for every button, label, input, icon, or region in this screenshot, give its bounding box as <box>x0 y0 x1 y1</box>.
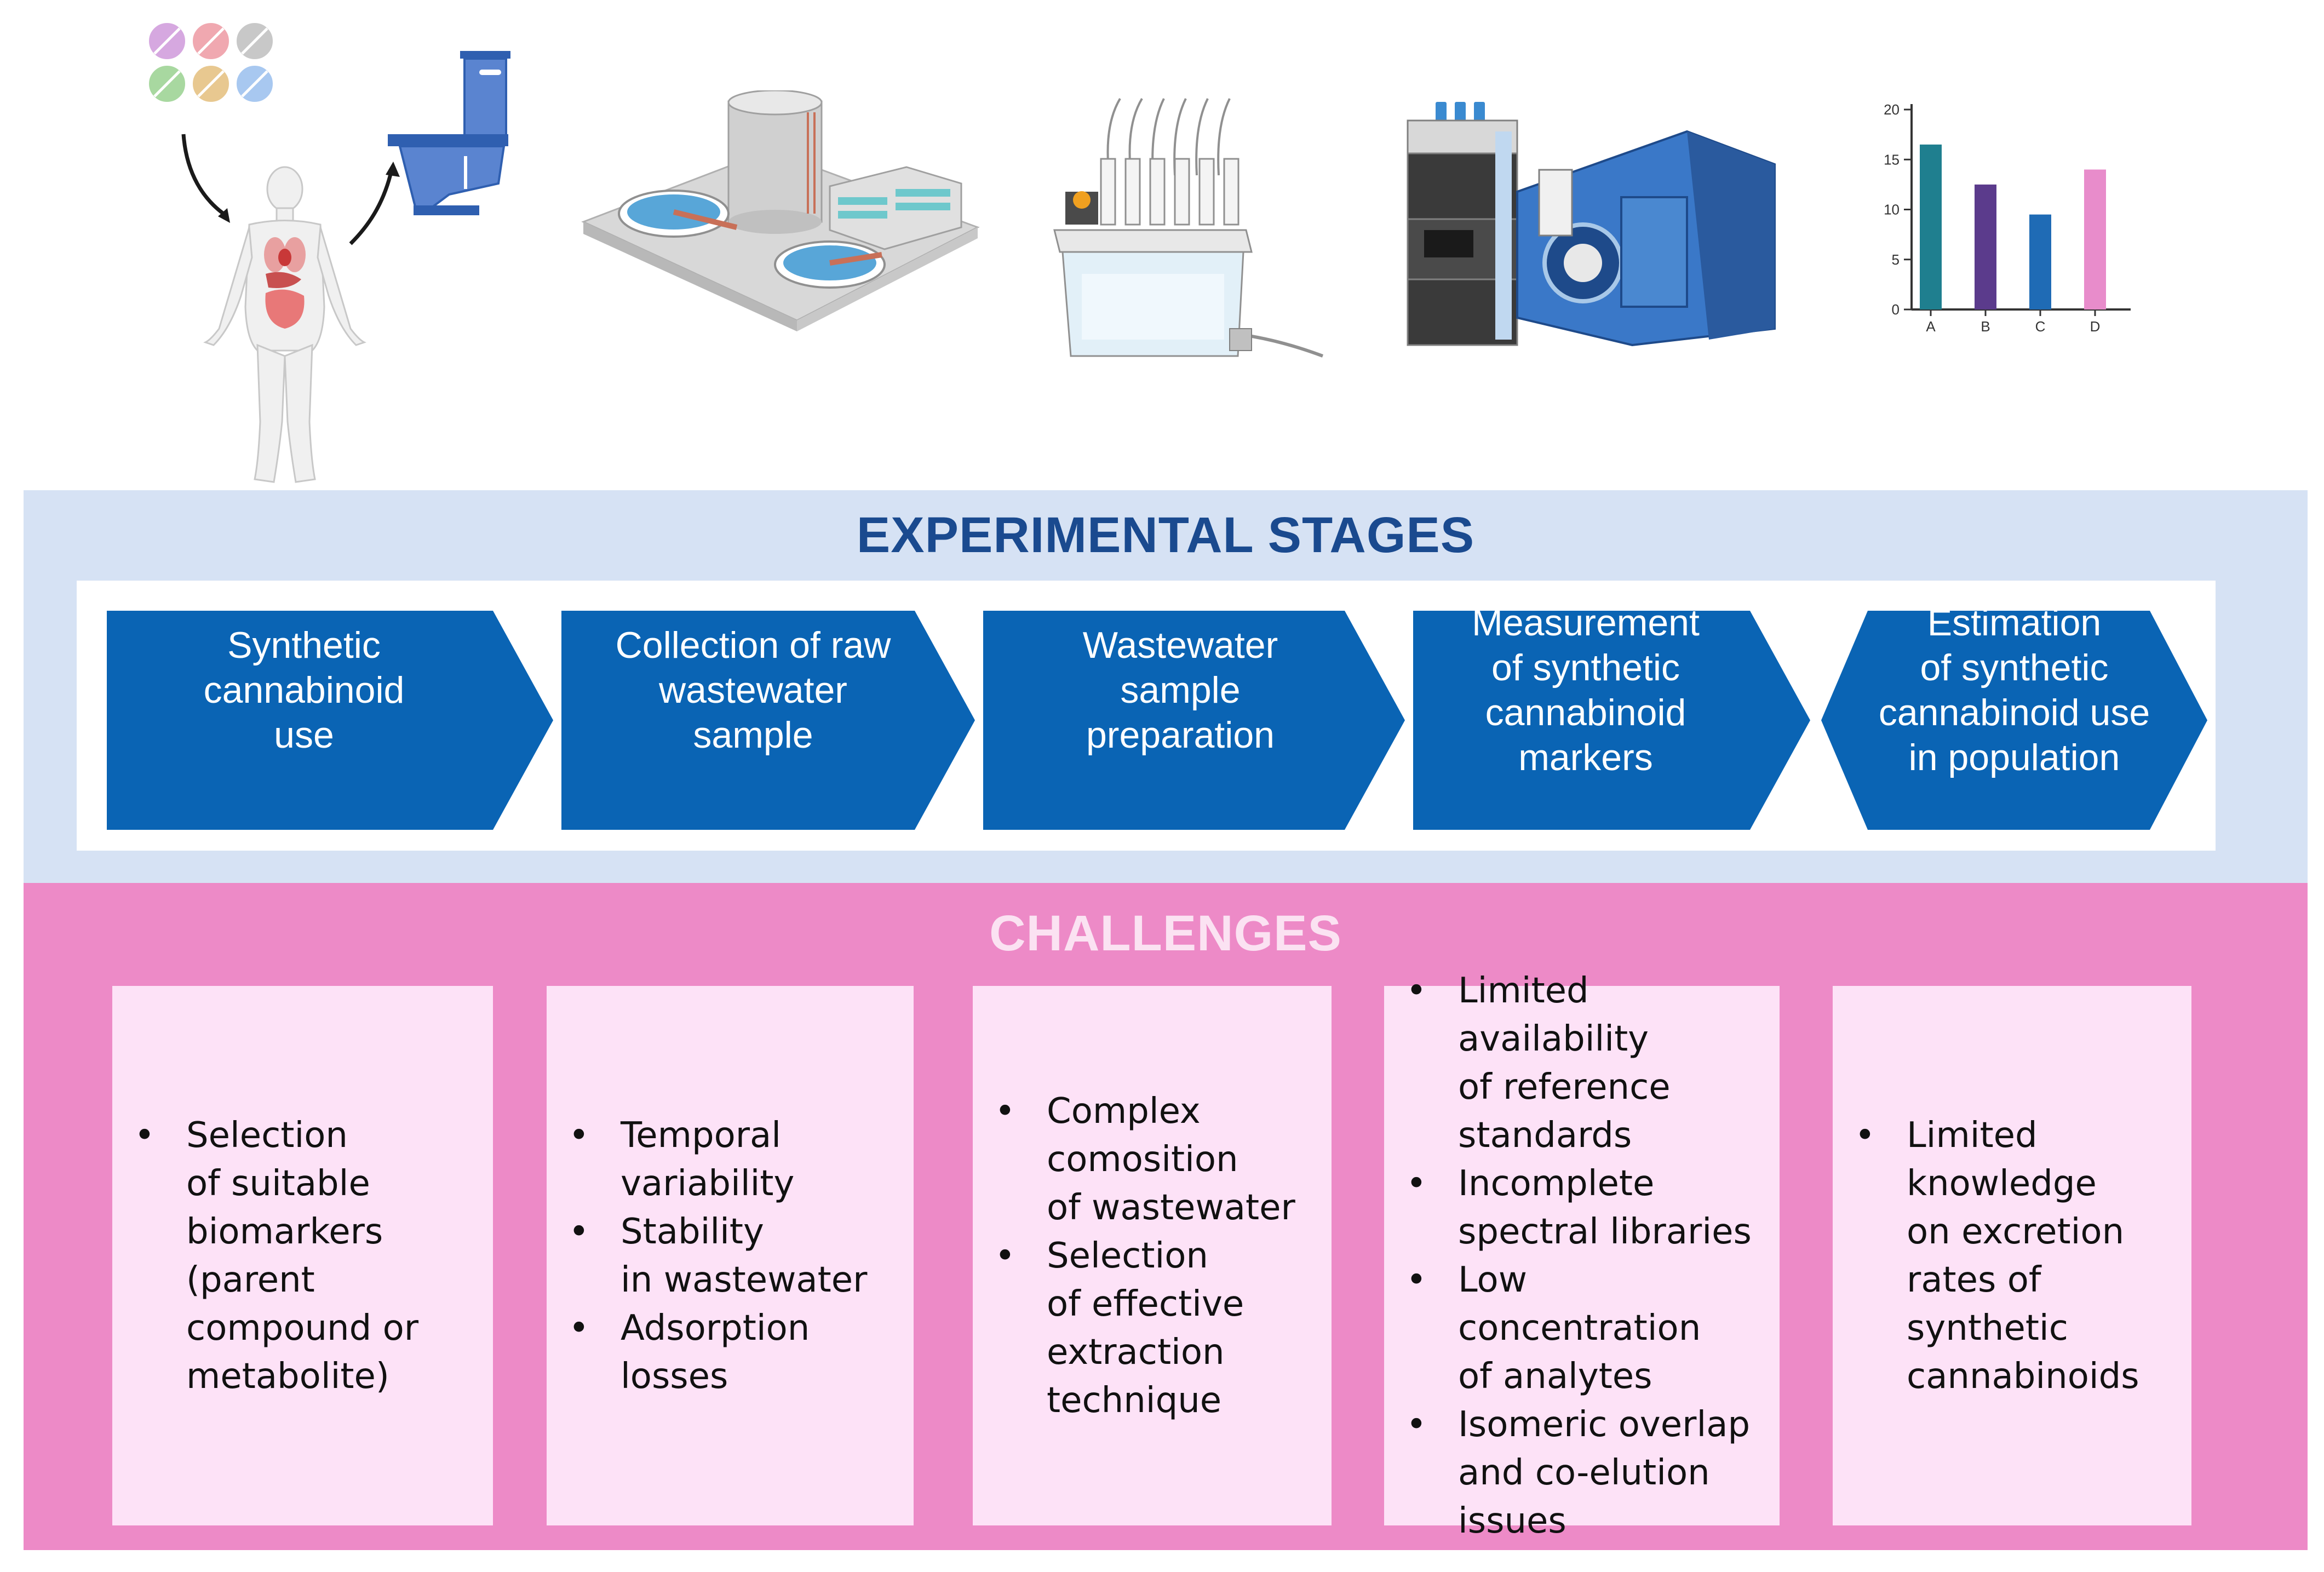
pills-icon <box>147 21 275 104</box>
challenge-item-text: Adsorption losses <box>621 1307 810 1397</box>
bullet-icon: • <box>569 1211 589 1252</box>
challenge-item: • Selection of suitable biomarkers (paren… <box>112 1111 493 1401</box>
y-tick-label: 5 <box>1892 251 1900 268</box>
y-tick-label: 0 <box>1892 301 1900 318</box>
arrow-into-body-icon <box>181 134 230 223</box>
bar-C <box>2029 214 2051 309</box>
spe-manifold-icon <box>1053 97 1324 358</box>
challenge-list: • Complex comosition of wastewater • Select… <box>973 1087 1332 1425</box>
bar-chart-icon: 0 5 10 15 20A B C D <box>1884 101 2131 334</box>
challenge-item: • Complex comosition of wastewater <box>973 1087 1332 1232</box>
challenge-item-text: Low concentration of analytes <box>1458 1259 1701 1397</box>
lc-ms-instrument-icon <box>1407 101 1776 347</box>
toilet-icon <box>388 51 510 215</box>
y-tick-label: 10 <box>1884 202 1900 218</box>
stage-label-4: Measurement of synthetic cannabinoid mar… <box>1472 602 1700 778</box>
challenge-list: • Selection of suitable biomarkers (paren… <box>112 1111 493 1401</box>
challenge-item-text: Limited knowledge on excretion rates of … <box>1907 1115 2139 1397</box>
y-tick-label: 20 <box>1884 101 1900 118</box>
stages-flow: Synthetic cannabinoid use Collection of … <box>77 581 2216 851</box>
bullet-icon: • <box>1855 1115 1875 1156</box>
challenge-item-text: Complex comosition of wastewater <box>1047 1091 1295 1228</box>
challenge-item-text: Stability in wastewater <box>621 1211 868 1300</box>
challenge-item: • Low concentration of analytes <box>1384 1256 1780 1401</box>
challenge-item: • Temporal variability <box>547 1111 914 1208</box>
bullet-icon: • <box>1406 970 1427 1011</box>
bullet-icon: • <box>1406 1163 1427 1204</box>
stage-chevron-3 <box>983 611 1405 830</box>
stage-chevron-4 <box>1413 611 1810 830</box>
challenge-item: • Incomplete spectral libraries <box>1384 1160 1780 1256</box>
challenge-item: • Isomeric overlap and co-elution issues <box>1384 1401 1780 1545</box>
experimental-stages-panel: EXPERIMENTAL STAGES Synthetic cannabinoi… <box>24 490 2308 885</box>
bar-B <box>1975 184 1996 309</box>
bullet-icon: • <box>569 1115 589 1156</box>
treatment-plant-icon <box>581 90 980 331</box>
bar-D <box>2084 169 2106 309</box>
challenge-item-text: Selection of effective extraction techni… <box>1047 1235 1244 1421</box>
challenges-panel: CHALLENGES • Selection of suitable biomar… <box>24 883 2308 1550</box>
challenge-item-text: Temporal variability <box>621 1115 795 1204</box>
stage-chevron-1 <box>107 611 553 830</box>
challenge-card-5: • Limited knowledge on excretion rates of… <box>1833 986 2191 1525</box>
challenge-item: • Limited availability of reference stand… <box>1384 967 1780 1160</box>
human-body-icon <box>203 166 366 483</box>
challenge-item-text: Selection of suitable biomarkers (parent… <box>186 1115 419 1397</box>
stage-label-3: Wastewater sample preparation <box>1082 624 1278 756</box>
challenge-list: • Limited knowledge on excretion rates of… <box>1833 1111 2191 1401</box>
bullet-icon: • <box>134 1115 155 1156</box>
arrow-to-toilet-icon <box>349 162 400 245</box>
challenge-item: • Adsorption losses <box>547 1304 914 1401</box>
bullet-icon: • <box>569 1307 589 1349</box>
challenge-card-4: • Limited availability of reference stand… <box>1384 971 1780 1541</box>
challenge-item: • Selection of effective extraction techn… <box>973 1232 1332 1425</box>
bar-A <box>1920 144 1942 309</box>
challenge-item-text: Isomeric overlap and co-elution issues <box>1458 1404 1751 1541</box>
stage-chevron-2 <box>561 611 975 830</box>
bullet-icon: • <box>1406 1259 1427 1300</box>
x-tick-label: B <box>1981 318 1990 334</box>
stage-label-1: Synthetic cannabinoid use <box>203 624 405 756</box>
challenge-item-text: Limited availability of reference standa… <box>1458 970 1671 1156</box>
bullet-icon: • <box>1406 1404 1427 1445</box>
stage-chevron-5 <box>1821 611 2207 830</box>
challenge-item: • Stability in wastewater <box>547 1208 914 1304</box>
challenge-card-1: • Selection of suitable biomarkers (paren… <box>112 986 493 1525</box>
challenge-list: • Temporal variability • Stability in waste… <box>547 1111 914 1401</box>
challenge-card-2: • Temporal variability • Stability in waste… <box>547 986 914 1525</box>
stages-title: EXPERIMENTAL STAGES <box>856 507 1475 563</box>
mini-chart-plot: 0 5 10 15 20A B C D <box>1884 101 2131 334</box>
x-tick-label: D <box>2090 318 2101 334</box>
challenge-item: • Limited knowledge on excretion rates of… <box>1833 1111 2191 1401</box>
bullet-icon: • <box>995 1235 1015 1276</box>
x-tick-label: A <box>1926 318 1936 334</box>
stage-label-2: Collection of raw wastewater sample <box>615 624 891 756</box>
challenge-list: • Limited availability of reference stand… <box>1384 967 1780 1545</box>
challenges-title: CHALLENGES <box>989 905 1342 961</box>
challenge-card-3: • Complex comosition of wastewater • Select… <box>973 986 1332 1525</box>
challenge-item-text: Incomplete spectral libraries <box>1458 1163 1752 1252</box>
y-tick-label: 15 <box>1884 151 1900 168</box>
x-tick-label: C <box>2035 318 2046 334</box>
bullet-icon: • <box>995 1091 1015 1132</box>
stage-label-5: Estimation of synthetic cannabinoid use … <box>1878 602 2150 778</box>
